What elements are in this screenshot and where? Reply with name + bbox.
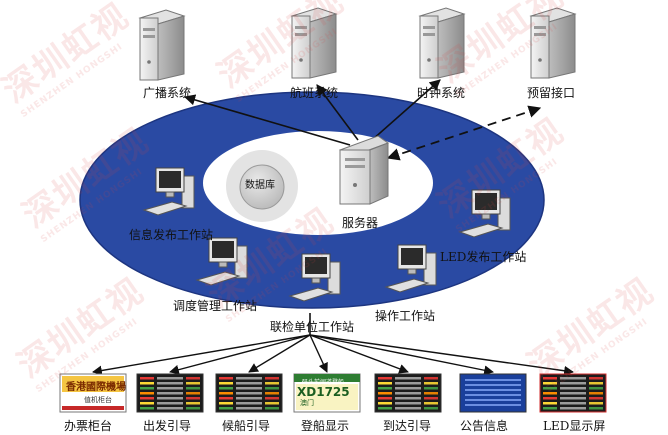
display-label-departure: 出发引导 [143,419,192,433]
display-link [309,334,494,376]
database-icon [239,164,285,210]
server-connections [183,79,542,161]
display-label-led: LED显示屏 [543,419,606,433]
server-label-broadcast: 广播系统 [143,86,192,100]
server-label-clock: 时钟系统 [417,86,466,100]
display-link [169,334,311,375]
display-label-waiting: 候船引导 [222,419,271,433]
display-label-checkin: 办票柜台 [64,419,113,433]
display-screen [374,373,442,413]
workstation-icon [195,237,248,286]
boarding-screen-dest: 澳门 [300,399,314,407]
link-broadcast [183,94,351,146]
server-label-reserved: 预留接口 [527,86,576,100]
display-label-boarding: 登船显示 [301,419,350,433]
workstation-label-led: LED发布工作站 [440,250,527,264]
workstation-icon [458,189,511,238]
display-screen [136,373,204,413]
display-link [309,334,574,376]
server-label-flight: 航班系统 [290,86,339,100]
boarding-screen-flight: XD1725 [297,385,350,399]
boarding-screen-title: 码头前闸道登船 [302,379,345,386]
workstation-label-inspection: 联检单位工作站 [270,320,355,334]
display-link [309,334,409,374]
checkin-screen-sub: 值机柜台 [84,396,112,404]
display-link [309,334,328,373]
workstation-label-dispatch: 调度管理工作站 [173,299,258,313]
display-screen [293,373,361,413]
workstation-icon [384,244,437,293]
workstation-label-operation: 操作工作站 [375,309,436,323]
server-tower-icon [418,7,466,79]
link-reserved [386,105,542,161]
server-tower-icon [138,9,186,81]
display-link [248,334,311,373]
display-link [92,334,311,376]
main-server-icon [338,135,390,205]
server-tower-icon [290,7,338,79]
server-tower-icon [529,7,577,79]
display-screen [59,373,127,413]
display-screen [539,373,607,413]
workstation-label-info: 信息发布工作站 [129,228,214,242]
display-label-notice: 公告信息 [460,419,509,433]
checkin-screen-title: 香港國際機場 [66,382,126,393]
main-server-label: 服务器 [342,216,379,230]
display-screen [215,373,283,413]
display-label-arrival: 到达引导 [383,419,432,433]
workstation-icon [142,167,195,216]
display-screen [459,373,527,413]
workstation-icon [288,253,341,302]
link-flight [316,84,359,141]
database-label: 数据库 [245,180,275,191]
